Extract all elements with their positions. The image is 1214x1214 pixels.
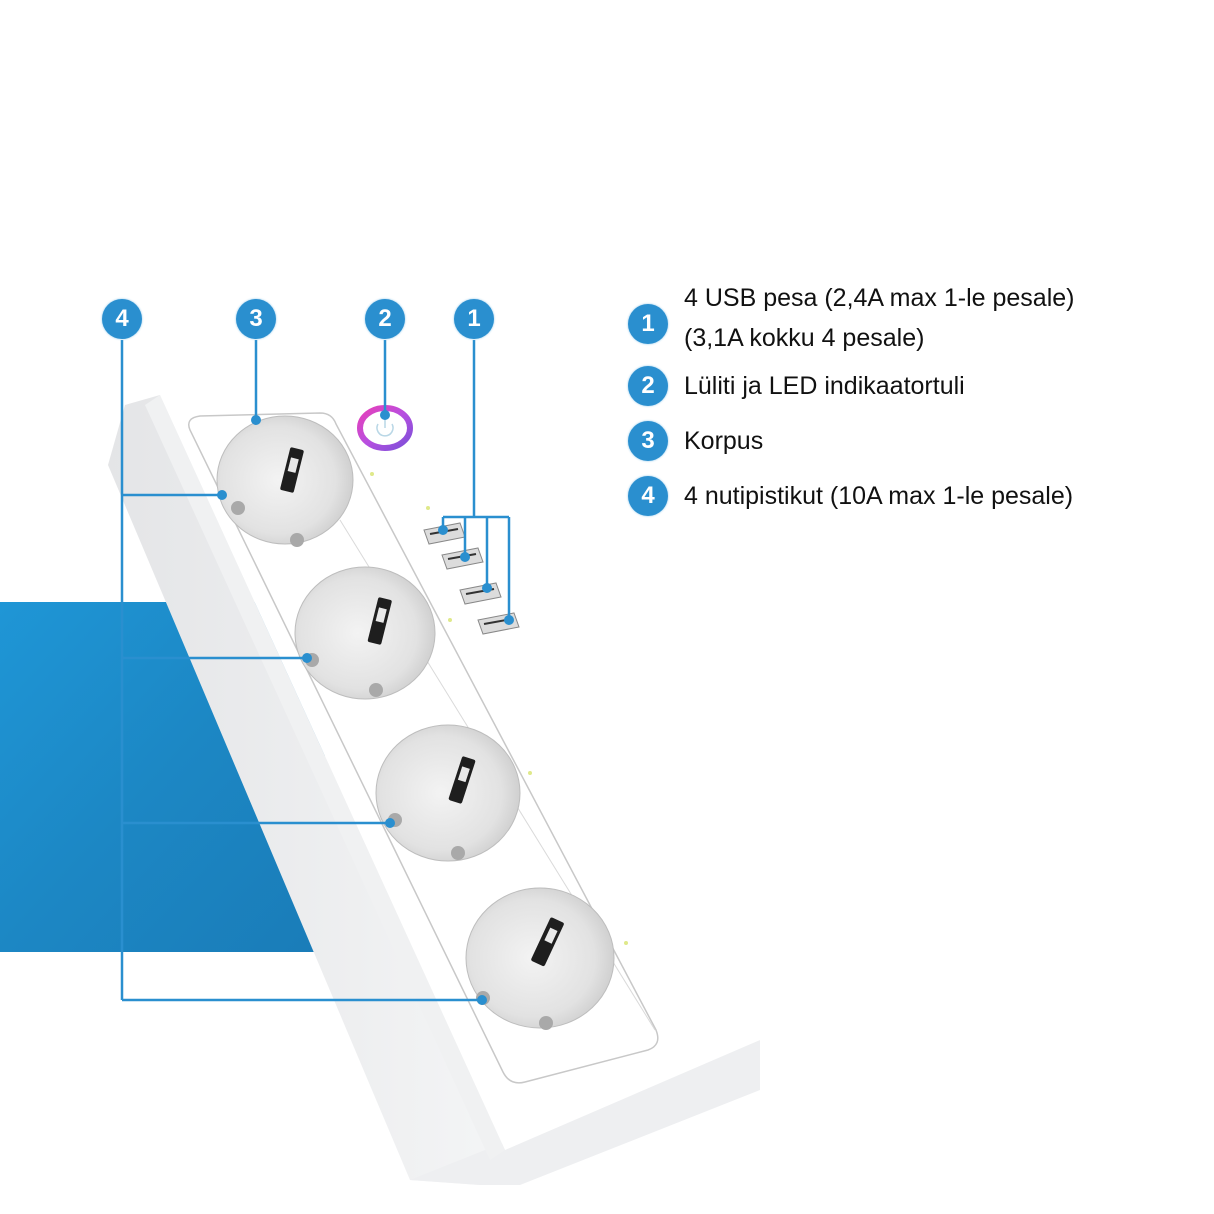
socket-4 [465,887,615,1030]
callout-anchor-dots [217,410,514,1005]
callout-lines [120,340,511,1002]
legend-badge-4: 4 [628,476,668,516]
callout-badge-4: 4 [102,299,142,339]
legend: 1 4 USB pesa (2,4A max 1-le pesale) (3,1… [624,278,1204,531]
callout-badge-1: 1 [454,299,494,339]
callout-badge-2: 2 [365,299,405,339]
legend-text-4: 4 nutipistikut (10A max 1-le pesale) [684,482,1074,510]
legend-text-1-line-2: (3,1A kokku 4 pesale) [684,324,925,352]
legend-text-1-line-1: 4 USB pesa (2,4A max 1-le pesale) [684,284,1075,312]
socket-1 [216,415,354,547]
socket-plate-outline [188,412,659,1084]
callout-badge-3: 3 [236,299,276,339]
socket-indicator-leds [370,472,628,945]
legend-item-4: 4 4 nutipistikut (10A max 1-le pesale) [624,476,1204,531]
legend-text-3: Korpus [684,427,764,455]
legend-badge-3: 3 [628,421,668,461]
legend-item-2: 2 Lüliti ja LED indikaatortuli [624,366,1204,421]
legend-item-1: 1 4 USB pesa (2,4A max 1-le pesale) (3,1… [624,278,1204,366]
legend-badge-1: 1 [628,304,668,344]
legend-item-3: 3 Korpus [624,421,1204,476]
socket-3 [375,724,521,862]
legend-text-2: Lüliti ja LED indikaatortuli [684,372,965,400]
legend-badge-2: 2 [628,366,668,406]
socket-2 [294,566,436,700]
